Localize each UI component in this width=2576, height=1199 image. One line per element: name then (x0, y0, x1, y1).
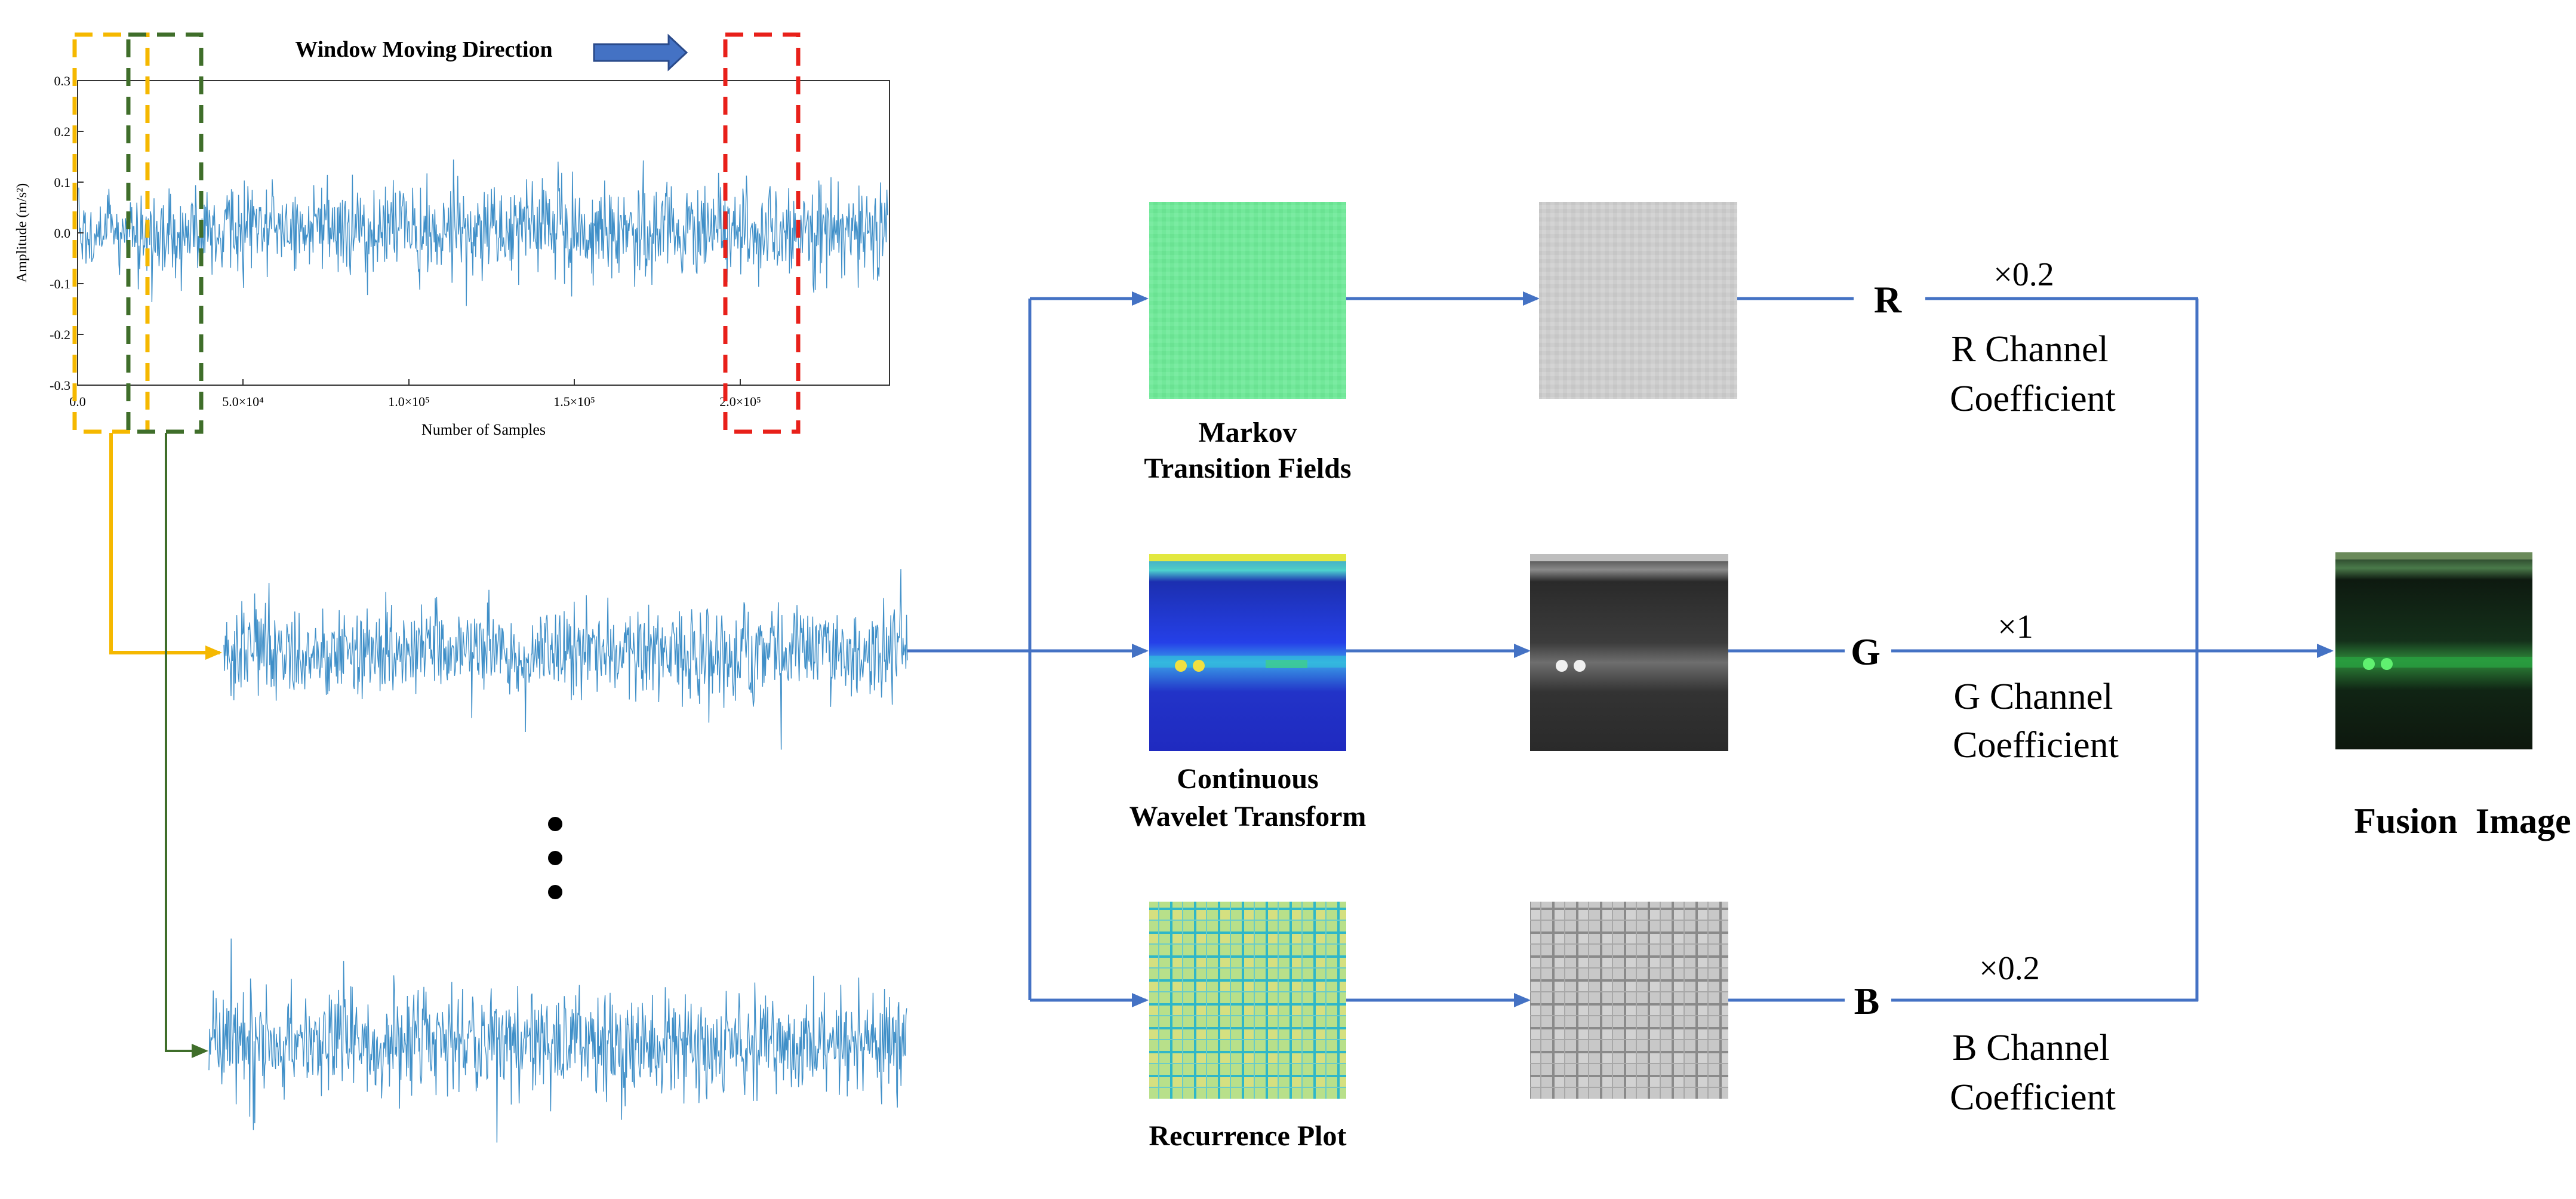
segment-signal-first (223, 569, 908, 750)
first-window-connector (109, 433, 222, 660)
raw-signal-chart: 0.3 0.2 0.1 0.0 -0.1 -0.2 -0.3 0.0 5.0×10⁴ 1.0×1… (14, 73, 890, 438)
coef-b-desc1: B Channel (1952, 1028, 2109, 1068)
coef-r-desc2: Coefficient (1950, 379, 2116, 419)
y-tick-label: 0.2 (54, 124, 71, 139)
mtf-image (1149, 202, 1346, 399)
rp-label: Recurrence Plot (1149, 1120, 1347, 1152)
coef-b: ×0.2 (1979, 950, 2040, 987)
cwt-gray-image (1530, 554, 1728, 751)
y-tick-label: -0.1 (50, 276, 70, 291)
x-tick-label: 5.0×10⁴ (222, 394, 264, 409)
coef-b-desc2: Coefficient (1950, 1077, 2116, 1118)
channel-b-letter: B (1854, 980, 1880, 1022)
window-direction-title: Window Moving Direction (295, 37, 552, 62)
raw-signal-waveform (78, 159, 888, 306)
segment-signal-last (208, 938, 907, 1143)
x-tick-label: 1.5×10⁵ (553, 394, 595, 409)
y-tick-label: 0.3 (54, 73, 71, 88)
cwt-image (1149, 554, 1346, 751)
rp-image (1149, 902, 1346, 1099)
direction-arrow-icon (593, 33, 688, 72)
channel-r-letter: R (1874, 278, 1902, 321)
coef-r-desc1: R Channel (1951, 329, 2108, 370)
channel-merge-lines (1891, 297, 2334, 1002)
cwt-label-line1: Continuous (1177, 763, 1318, 795)
y-tick-label: -0.3 (50, 378, 70, 393)
y-tick-label: 0.1 (54, 175, 71, 190)
raw-signal-trace (78, 159, 888, 306)
rp-gray-image (1530, 902, 1728, 1099)
y-tick-label: -0.2 (50, 327, 70, 342)
coef-g: ×1 (1998, 608, 2033, 645)
segment-last-trace (208, 938, 907, 1143)
coef-r: ×0.2 (1993, 256, 2054, 293)
fusion-image (2335, 552, 2532, 749)
coef-g-desc2: Coefficient (1953, 725, 2119, 765)
second-window-connector (165, 433, 208, 1058)
y-tick-labels: 0.3 0.2 0.1 0.0 -0.1 -0.2 -0.3 (50, 73, 84, 393)
y-tick-label: 0.0 (54, 226, 71, 241)
gray-to-channel-lines (1728, 297, 1854, 1002)
coef-g-desc1: G Channel (1954, 677, 2113, 717)
mtf-label-line1: Markov (1198, 417, 1297, 448)
x-axis-label: Number of Samples (421, 421, 546, 438)
x-tick-label: 1.0×10⁵ (388, 394, 430, 409)
branch-connectors (907, 291, 1149, 1007)
y-axis-label: Amplitude (m/s²) (14, 183, 30, 283)
ellipsis-dots (548, 817, 562, 899)
mtf-label-line2: Transition Fields (1144, 453, 1351, 484)
mtf-gray-image (1539, 202, 1737, 399)
transform-to-gray-arrows (1346, 291, 1540, 1007)
fusion-label: Fusion Image (2354, 801, 2571, 841)
window-first (72, 32, 150, 434)
window-last (723, 32, 801, 434)
window-second (126, 32, 204, 434)
channel-g-letter: G (1851, 631, 1881, 673)
cwt-label-line2: Wavelet Transform (1129, 801, 1367, 832)
x-tick-label: 0.0 (69, 394, 86, 409)
segment-first-trace (223, 569, 908, 750)
